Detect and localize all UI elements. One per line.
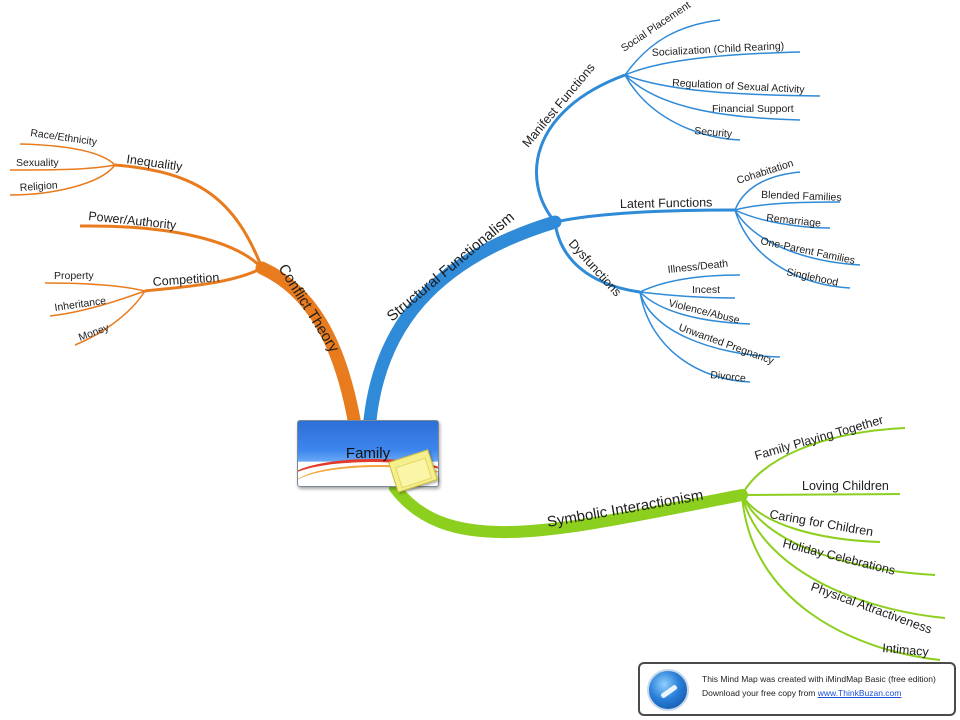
- label-financial: Financial Support: [712, 103, 794, 115]
- branch-structural-main: [363, 215, 562, 427]
- line-financial: [624, 74, 801, 121]
- branch-conflict-inequality: [114, 163, 264, 269]
- label-illness: Illness/Death: [667, 258, 729, 276]
- label-unwanted: Unwanted Pregnancy: [677, 322, 776, 368]
- line-money: [74, 290, 146, 346]
- line-illness: [639, 274, 741, 293]
- line-inheritance: [49, 290, 146, 317]
- label-structural: Structural Functionalism: [384, 209, 518, 325]
- line-intimacy: [741, 494, 941, 661]
- line-violence: [639, 291, 751, 325]
- line-security: [624, 74, 741, 141]
- line-socialization: [624, 51, 801, 76]
- credit-line-1: This Mind Map was created with iMindMap …: [702, 674, 936, 684]
- line-blended: [734, 201, 841, 211]
- label-intimacy: Intimacy: [882, 641, 930, 659]
- label-caring: Caring for Children: [768, 507, 874, 539]
- label-manifest: Manifest Functions: [520, 61, 598, 150]
- label-dysfunctions: Dysfunctions: [566, 237, 624, 300]
- branch-lines: [9, 19, 946, 661]
- label-cohabitation: Cohabitation: [735, 157, 795, 187]
- label-blended: Blended Families: [761, 189, 842, 204]
- line-holiday: [741, 494, 936, 576]
- branch-structural-dys: [553, 221, 641, 294]
- line-sexuality: [9, 164, 116, 171]
- branch-conflict-competition: [144, 266, 263, 293]
- line-property: [44, 282, 146, 292]
- thinkbuzan-link[interactable]: www.ThinkBuzan.com: [817, 688, 902, 698]
- label-security: Security: [694, 125, 734, 140]
- branch-conflict-power: [79, 224, 264, 270]
- central-decoration-red: [298, 459, 438, 486]
- label-violence: Violence/Abuse: [667, 297, 741, 326]
- central-topic-title: Family: [345, 445, 391, 462]
- label-remarriage: Remarriage: [766, 212, 822, 230]
- line-remarriage: [734, 209, 831, 229]
- line-regulation: [624, 74, 821, 97]
- line-singlehood: [734, 209, 851, 289]
- credit-line-2: Download your free copy from www.ThinkBu…: [702, 688, 901, 698]
- imindmap-logo-icon: [647, 669, 689, 711]
- line-incest: [639, 291, 736, 299]
- labels: Conflict Theory Inequalitly Race/Ethnici…: [16, 0, 934, 659]
- branch-structural-latent: [554, 208, 736, 224]
- line-religion: [9, 164, 116, 196]
- label-family-playing: Family Playing Together: [753, 413, 885, 463]
- line-one-parent: [734, 209, 861, 266]
- line-caring: [741, 494, 881, 543]
- credit-line-2-prefix: Download your free copy from: [702, 688, 818, 698]
- credit-panel: This Mind Map was created with iMindMap …: [638, 662, 956, 716]
- branch-conflict-main: [255, 261, 362, 432]
- line-loving: [741, 493, 901, 496]
- label-religion: Religion: [19, 179, 58, 194]
- line-physical: [741, 494, 946, 619]
- line-unwanted: [639, 291, 781, 358]
- line-race: [19, 143, 116, 166]
- branch-symbolic-main: [389, 482, 748, 539]
- label-loving: Loving Children: [802, 479, 889, 493]
- line-divorce: [639, 291, 751, 383]
- label-competition: Competition: [152, 270, 220, 289]
- label-incest: Incest: [692, 284, 720, 296]
- line-cohabitation: [734, 171, 801, 211]
- line-family-playing: [741, 427, 906, 496]
- label-sexuality: Sexuality: [16, 157, 59, 169]
- central-decoration-orange: [298, 465, 438, 486]
- label-singlehood: Singlehood: [785, 266, 839, 289]
- label-conflict-theory: Conflict Theory: [275, 261, 343, 356]
- branch-structural-manifest: [535, 73, 626, 223]
- label-divorce: Divorce: [710, 369, 747, 385]
- label-latent: Latent Functions: [620, 195, 713, 211]
- label-physical: Physical Attractiveness: [809, 580, 934, 637]
- label-money: Money: [77, 322, 111, 344]
- label-property: Property: [54, 270, 94, 282]
- line-social-placement: [624, 19, 721, 76]
